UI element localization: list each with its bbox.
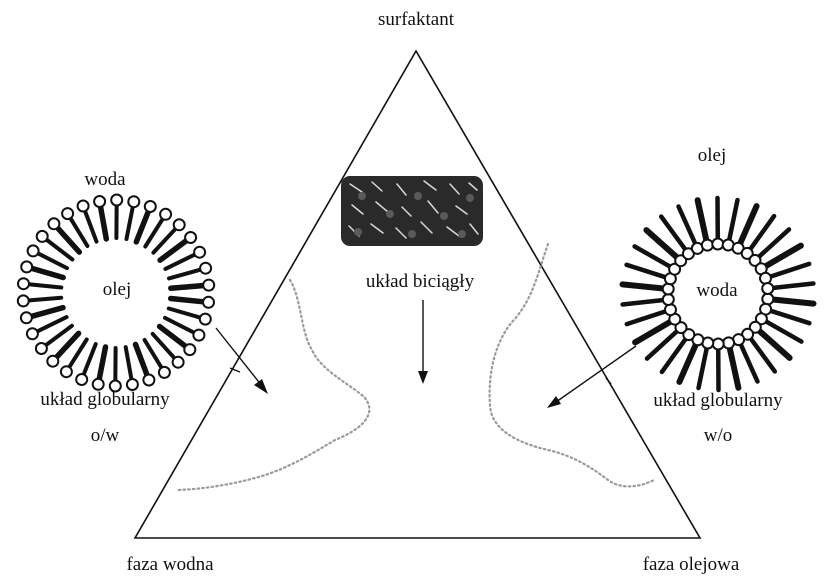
left-caption-line-2: o/w	[91, 425, 120, 446]
left-inner-phase-label: olej	[103, 279, 132, 300]
surfactant-head	[21, 312, 32, 323]
surfactant-head	[28, 245, 39, 256]
surfactant-tail	[728, 200, 737, 245]
surfactant-tail	[699, 343, 708, 388]
phase-boundary-left	[178, 280, 369, 490]
surfactant-head	[143, 375, 154, 386]
surfactant-head	[174, 219, 185, 230]
surfactant-tail	[768, 299, 814, 304]
surfactant-tail	[768, 284, 814, 289]
left-caption-line-1: układ globularny	[40, 389, 170, 410]
surfactant-head	[18, 278, 29, 289]
right-inner-phase-label: woda	[696, 280, 738, 301]
surfactant-head	[159, 367, 170, 378]
right-caption-line-2: w/o	[704, 425, 733, 446]
surfactant-head	[760, 273, 771, 284]
surfactant-head	[663, 294, 674, 305]
surfactant-head	[27, 328, 38, 339]
center-caption: układ biciągły	[366, 271, 475, 292]
bottom-left-label: faza wodna	[126, 554, 214, 575]
surfactant-head	[200, 314, 211, 325]
surfactant-head	[663, 284, 674, 295]
bicontinuous-structure-icon	[341, 176, 483, 246]
right-outer-phase-label: olej	[698, 145, 727, 166]
surfactant-head	[713, 339, 724, 350]
surfactant-tail	[623, 284, 669, 289]
apex-label: surfaktant	[378, 9, 455, 30]
surfactant-head	[185, 232, 196, 243]
right-caption-line-1: układ globularny	[653, 390, 783, 411]
surfactant-head	[762, 283, 773, 294]
surfactant-head	[61, 366, 72, 377]
surfactant-head	[62, 208, 73, 219]
surfactant-head	[665, 304, 676, 315]
surfactant-head	[200, 263, 211, 274]
phase-boundary-right	[490, 244, 654, 486]
surfactant-tail	[623, 300, 669, 305]
surfactant-head	[193, 330, 204, 341]
ternary-triangle	[135, 51, 700, 538]
surfactant-tail	[627, 310, 671, 324]
tick-right	[606, 378, 611, 384]
surfactant-tail	[698, 200, 708, 245]
arrow-right	[547, 346, 636, 408]
bottom-right-label: faza olejowa	[643, 554, 740, 575]
surfactant-head	[145, 201, 156, 212]
surfactant-head	[76, 374, 87, 385]
arrow-center	[418, 300, 428, 384]
surfactant-head	[160, 209, 171, 220]
surfactant-head	[36, 343, 47, 354]
surfactant-head	[21, 261, 32, 272]
surfactant-head	[78, 201, 89, 212]
surfactant-head	[37, 231, 48, 242]
surfactant-head	[18, 295, 29, 306]
surfactant-head	[94, 196, 105, 207]
surfactant-head	[48, 218, 59, 229]
surfactant-head	[723, 337, 734, 348]
surfactant-tail	[729, 343, 739, 388]
surfactant-head	[47, 356, 58, 367]
surfactant-head	[111, 195, 122, 206]
surfactant-head	[712, 239, 723, 250]
surfactant-head	[128, 196, 139, 207]
surfactant-head	[184, 344, 195, 355]
surfactant-head	[203, 280, 214, 291]
surfactant-head	[194, 247, 205, 258]
surfactant-tail	[766, 264, 810, 278]
surfactant-head	[203, 297, 214, 308]
surfactant-tail	[627, 265, 671, 279]
left-outer-phase-label: woda	[84, 169, 126, 190]
surfactant-head	[702, 240, 713, 251]
surfactant-tail	[766, 309, 810, 323]
surfactant-head	[173, 357, 184, 368]
surfactant-head	[762, 294, 773, 305]
